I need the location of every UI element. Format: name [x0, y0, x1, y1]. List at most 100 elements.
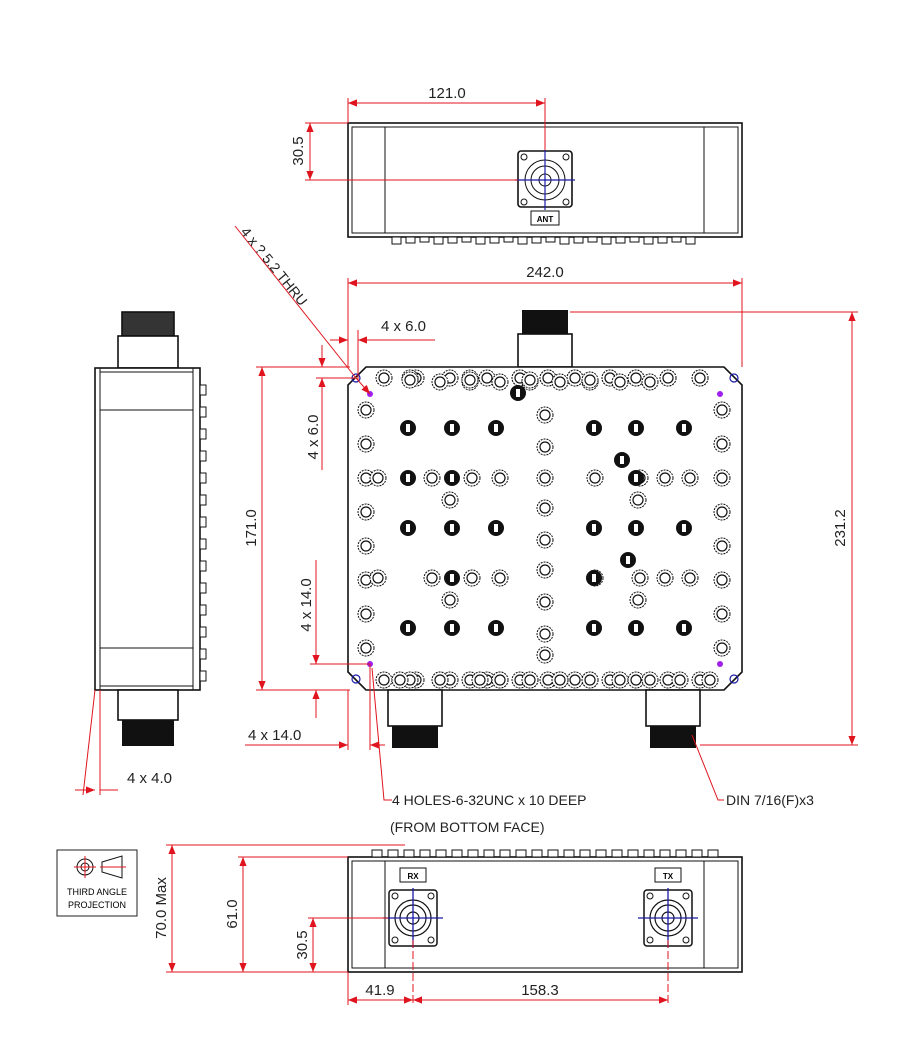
fitting	[601, 236, 612, 245]
screw	[357, 401, 375, 419]
flange-hole	[427, 892, 435, 900]
screw	[641, 373, 659, 391]
fitting	[643, 849, 655, 858]
screw	[713, 537, 731, 555]
screw	[357, 537, 375, 555]
tuning-nut	[400, 420, 416, 436]
tuning-screws	[357, 369, 731, 689]
dim-70-max: 70.0 Max	[153, 877, 170, 939]
screw	[713, 401, 731, 419]
screw	[369, 469, 387, 487]
fitting	[199, 428, 207, 440]
screw	[521, 671, 539, 689]
fitting	[587, 236, 598, 243]
screw	[671, 671, 689, 689]
tuning-nut	[620, 552, 636, 568]
screw	[369, 569, 387, 587]
fitting	[199, 494, 207, 506]
fitting	[531, 849, 543, 858]
fitting	[199, 560, 207, 572]
fitting	[451, 849, 463, 858]
screw	[536, 593, 554, 611]
projection-line2: PROJECTION	[68, 900, 126, 910]
fitting	[579, 849, 591, 858]
fitting	[405, 236, 416, 244]
fitting	[629, 236, 640, 243]
flange-hole	[646, 892, 654, 900]
dim-61: 61.0	[224, 899, 241, 928]
fitting	[499, 849, 511, 858]
dim-158-3: 158.3	[521, 982, 559, 999]
fitting	[707, 849, 719, 858]
dim-121: 121.0	[428, 85, 466, 102]
screw	[536, 406, 554, 424]
side-view-fittings	[199, 384, 207, 682]
fitting	[199, 384, 207, 396]
screw	[441, 591, 459, 609]
side-view: 4 x 4.0	[75, 311, 207, 796]
fitting	[199, 604, 207, 616]
ant-connector: ANT	[515, 150, 575, 226]
fitting	[435, 849, 447, 858]
tuning-nut	[444, 620, 460, 636]
fitting	[659, 849, 671, 858]
fitting	[199, 670, 207, 682]
tuning-nut	[444, 420, 460, 436]
fitting	[595, 849, 607, 858]
dim-4x4: 4 x 4.0	[127, 770, 172, 787]
screw	[536, 499, 554, 517]
screw	[491, 469, 509, 487]
tuning-nut	[586, 620, 602, 636]
fitting	[391, 236, 402, 245]
screw	[536, 438, 554, 456]
fitting	[657, 236, 668, 244]
tuning-nut	[676, 620, 692, 636]
tuning-nut	[400, 470, 416, 486]
screw	[713, 435, 731, 453]
screw	[656, 469, 674, 487]
dim-4x14-v: 4 x 14.0	[298, 578, 315, 631]
callout-thru-holes: 4 x ? 5.2 THRU	[238, 224, 311, 309]
top-view-fittings	[391, 236, 696, 245]
tuning-nut	[444, 520, 460, 536]
tx-connector: TX	[638, 867, 698, 948]
screw	[691, 369, 709, 387]
fitting	[199, 406, 207, 418]
screw	[586, 469, 604, 487]
tuning-nut	[586, 570, 602, 586]
fitting	[447, 236, 458, 244]
tuning-nut	[586, 520, 602, 536]
fitting	[643, 236, 654, 245]
screw	[713, 571, 731, 589]
screw	[536, 531, 554, 549]
screw	[581, 371, 599, 389]
screw	[423, 469, 441, 487]
screw	[656, 569, 674, 587]
rx-label: RX	[407, 872, 419, 881]
fitting	[545, 236, 556, 243]
tuning-nut	[586, 420, 602, 436]
screw	[491, 569, 509, 587]
screw	[713, 469, 731, 487]
screw	[713, 503, 731, 521]
tuning-nut	[400, 620, 416, 636]
screw	[461, 371, 479, 389]
fitting	[199, 450, 207, 462]
tuning-nut	[488, 420, 504, 436]
screw	[681, 469, 699, 487]
dim-30-5-bottom: 30.5	[294, 930, 311, 959]
flange-hole	[646, 936, 654, 944]
fitting	[517, 236, 528, 245]
fitting	[419, 236, 430, 243]
callout-tapped-holes-note: (FROM BOTTOM FACE)	[390, 819, 545, 835]
fitting	[563, 849, 575, 858]
screw	[713, 639, 731, 657]
flange-hole	[682, 936, 690, 944]
tuning-nut	[628, 420, 644, 436]
fitting	[387, 849, 399, 858]
screw	[375, 369, 393, 387]
screw	[701, 671, 719, 689]
fitting	[573, 236, 584, 244]
fitting	[611, 849, 623, 858]
